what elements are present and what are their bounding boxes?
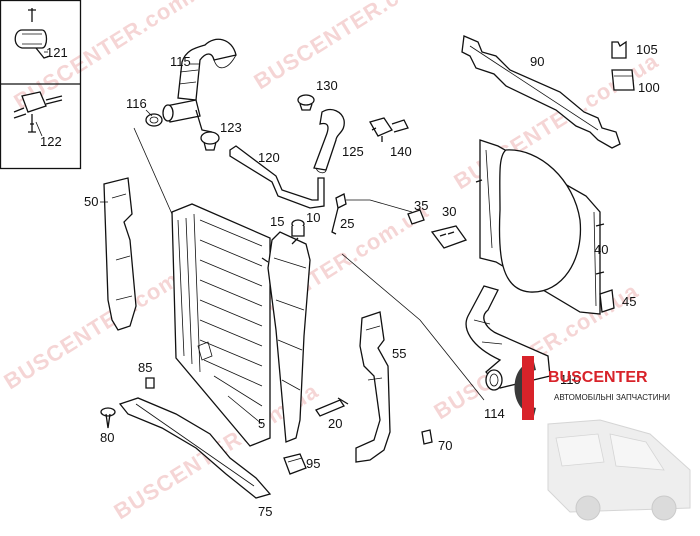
callout-120: 120 <box>258 150 280 165</box>
callout-85: 85 <box>138 360 152 375</box>
callout-55: 55 <box>392 346 406 361</box>
part-90-upper-bracket: 90 <box>461 35 621 149</box>
callout-30: 30 <box>442 204 456 219</box>
part-116-clamp: 116 <box>126 96 163 127</box>
callout-100: 100 <box>638 80 660 95</box>
logo-mark <box>522 356 534 420</box>
part-114-clamp: 114 <box>484 369 505 421</box>
part-55-air-duct-right: 55 <box>355 311 406 463</box>
part-122-connector <box>13 91 63 133</box>
callout-25: 25 <box>340 216 354 231</box>
callout-110: 110 <box>560 372 581 387</box>
callout-40: 40 <box>594 242 608 257</box>
part-50-air-duct-left: 50 <box>84 177 137 331</box>
part-121-clamp <box>14 8 51 59</box>
part-123-clamp: 123 <box>200 120 242 151</box>
callout-50: 50 <box>84 194 98 209</box>
part-45-clip: 45 <box>599 289 636 313</box>
callout-5: 5 <box>258 416 265 431</box>
part-100-grommet: 100 <box>611 69 660 95</box>
callout-90: 90 <box>530 54 544 69</box>
callout-114: 114 <box>484 406 505 421</box>
callout-95: 95 <box>306 456 320 471</box>
callout-45: 45 <box>622 294 636 309</box>
callout-130: 130 <box>316 78 338 93</box>
callout-121: 121 <box>46 45 68 60</box>
part-115-upper-hose: 115 <box>162 38 237 133</box>
part-35-sensor: 35 <box>407 198 428 225</box>
part-85-clip: 85 <box>138 360 155 389</box>
part-expansion-tank <box>261 231 311 443</box>
leader-line <box>341 253 485 401</box>
buscenter-logo: BUSCENTER АВТОМОБІЛЬНІ ЗАПЧАСТИНИ <box>514 356 670 420</box>
callout-140: 140 <box>390 144 412 159</box>
part-75-deflector: 75 <box>118 397 272 519</box>
callout-80: 80 <box>100 430 114 445</box>
part-80-bolt: 80 <box>100 407 116 445</box>
part-40-fan-shroud: 40 <box>475 139 608 315</box>
callout-122: 122 <box>40 134 62 149</box>
callout-15: 15 <box>270 214 284 229</box>
part-95-rubber-mount: 95 <box>283 453 320 475</box>
callout-20: 20 <box>328 416 342 431</box>
callout-115: 115 <box>170 54 191 69</box>
part-15-cap: 15 <box>270 214 305 237</box>
part-25-fitting: 25 <box>331 193 413 235</box>
callout-116: 116 <box>126 96 147 111</box>
leader-line <box>133 127 173 215</box>
part-10-sensor: 10 <box>306 210 320 225</box>
part-30-switch: 30 <box>430 204 468 249</box>
logo-mark <box>514 362 536 416</box>
part-140-sensor: 140 <box>369 117 412 159</box>
part-105-clip: 105 <box>611 40 658 59</box>
van-illustration <box>547 419 691 521</box>
callout-35: 35 <box>414 198 428 213</box>
watermark-text: BUSCENTER.com.ua <box>249 0 462 94</box>
callout-10: 10 <box>306 210 320 225</box>
callout-70: 70 <box>438 438 452 453</box>
part-130-clamp: 130 <box>297 78 338 111</box>
inset-box: 121 122 <box>0 0 82 170</box>
logo-tagline: АВТОМОБІЛЬНІ ЗАПЧАСТИНИ <box>554 393 670 402</box>
part-120-bleed-hose: 120 <box>229 145 325 209</box>
part-70-clip: 70 <box>421 429 452 453</box>
part-20-drain-plug: 20 <box>315 397 349 431</box>
callout-125: 125 <box>342 144 364 159</box>
callout-75: 75 <box>258 504 272 519</box>
callout-123: 123 <box>220 120 242 135</box>
part-5-radiator: 5 <box>171 203 271 447</box>
part-125-hose: 125 <box>313 108 364 174</box>
logo-brand: BUSCENTER <box>548 369 648 386</box>
callout-105: 105 <box>636 42 658 57</box>
